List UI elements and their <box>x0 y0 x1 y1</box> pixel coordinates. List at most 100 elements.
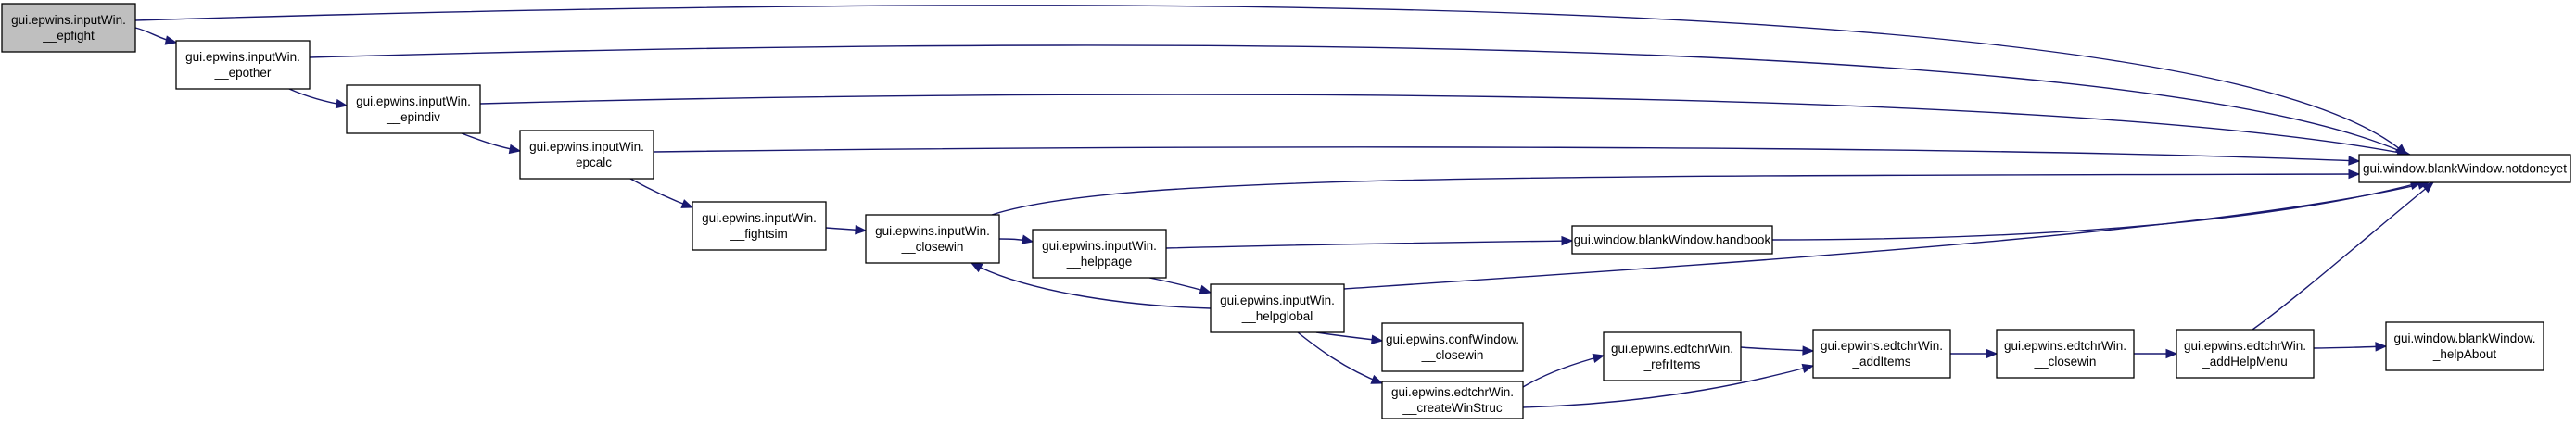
edge-arrowhead <box>1199 284 1212 294</box>
node-label-line: __epcalc <box>561 156 612 169</box>
edge-line <box>1343 181 2430 290</box>
node-box[interactable] <box>519 130 654 180</box>
node-notdoneyet[interactable]: gui.window.blankWindow.notdoneyet <box>2358 154 2571 183</box>
node-box[interactable] <box>1032 229 1167 279</box>
node-confclose[interactable]: gui.epwins.confWindow. __closewin <box>1381 322 1524 372</box>
edge-arrowhead <box>1592 353 1605 364</box>
edge-helpglobal-to-confclose <box>1315 331 1384 344</box>
node-label-line: gui.epwins.edtchrWin. <box>1821 339 1943 353</box>
node-label-line: __fightsim <box>730 227 788 241</box>
edge-line <box>653 146 2360 162</box>
node-epindiv[interactable]: gui.epwins.inputWin.__epindiv <box>346 84 481 134</box>
node-box[interactable] <box>1812 329 1951 379</box>
node-label-line: _helpAbout <box>2432 347 2497 361</box>
edge-closewin-to-helppage <box>998 234 1034 244</box>
edge-addhelp-to-helpabout <box>2313 342 2388 352</box>
node-fightsim[interactable]: gui.epwins.inputWin. __fightsim <box>692 201 827 251</box>
edge-edtclose-to-addhelp <box>2134 348 2178 359</box>
node-box[interactable] <box>1210 283 1345 333</box>
edge-arrowhead <box>2348 156 2361 166</box>
node-label-line: __closewin <box>1421 348 1484 362</box>
node-box[interactable] <box>692 201 827 251</box>
edge-additems-to-edtclose <box>1950 348 1999 359</box>
node-box[interactable] <box>1381 322 1524 372</box>
edge-arrowhead <box>1021 234 1034 244</box>
edge-line <box>1522 365 1814 408</box>
edge-helppage-to-handbook <box>1165 235 1574 249</box>
edge-line <box>1522 355 1605 388</box>
edge-arrowhead <box>2348 169 2361 180</box>
edge-line <box>2313 345 2387 349</box>
edge-epindiv-to-epcalc <box>461 132 522 155</box>
edge-closewin-to-notdoneyet <box>991 169 2361 216</box>
edge-line <box>1297 331 1383 384</box>
edge-arrowhead <box>1370 374 1384 384</box>
edge-arrowhead <box>164 35 178 45</box>
node-box[interactable] <box>1603 331 1742 381</box>
node-label-line: gui.epwins.inputWin. <box>702 211 817 225</box>
node-helpglobal[interactable]: gui.epwins.inputWin.__helpglobal <box>1210 283 1345 333</box>
edge-arrowhead <box>335 98 349 109</box>
node-label-line: gui.epwins.inputWin. <box>1042 239 1157 253</box>
edge-line <box>134 5 2407 156</box>
edge-arrowhead <box>2375 342 2388 352</box>
node-closewin[interactable]: gui.epwins.inputWin. __closewin <box>865 214 1000 264</box>
node-box[interactable] <box>175 40 311 90</box>
node-label-line: gui.epwins.edtchrWin. <box>1391 385 1514 399</box>
node-label-line: __closewin <box>901 240 964 254</box>
node-label-line: gui.epwins.confWindow. <box>1386 332 1519 346</box>
edge-line <box>991 173 2360 216</box>
node-helppage[interactable]: gui.epwins.inputWin.__helppage <box>1032 229 1167 279</box>
node-box[interactable] <box>346 84 481 134</box>
node-label-line: gui.epwins.inputWin. <box>185 50 300 64</box>
node-label-line: __createWinStruc <box>1402 401 1503 415</box>
node-box[interactable] <box>1996 329 2135 379</box>
node-label-line: __epother <box>214 66 272 80</box>
edge-line <box>309 44 2409 156</box>
node-label-line: gui.epwins.inputWin. <box>875 224 990 238</box>
edge-createwin-to-refritems <box>1522 353 1605 388</box>
node-label-line: gui.window.blankWindow.notdoneyet <box>2363 162 2567 176</box>
node-box[interactable] <box>2385 321 2544 371</box>
node-box[interactable] <box>865 214 1000 264</box>
node-edtclose[interactable]: gui.epwins.edtchrWin.__closewin <box>1996 329 2135 379</box>
node-box[interactable] <box>1571 225 1773 255</box>
edge-epfight-to-epother <box>134 27 178 45</box>
node-label-line: __helpglobal <box>1241 309 1313 323</box>
edge-arrowhead <box>2165 348 2178 359</box>
edge-line <box>1165 240 1573 249</box>
edge-line <box>971 262 1212 309</box>
edge-line <box>1740 346 1814 352</box>
edge-arrowhead <box>855 225 868 235</box>
node-label-line: gui.epwins.inputWin. <box>356 94 471 108</box>
edge-arrowhead <box>1801 363 1815 374</box>
node-box[interactable] <box>2176 329 2315 379</box>
edge-arrowhead <box>2421 181 2435 194</box>
edge-helpglobal-to-createwin <box>1297 331 1384 384</box>
node-label-line: gui.epwins.edtchrWin. <box>2184 339 2306 353</box>
edge-line <box>1771 181 2422 241</box>
edge-arrowhead <box>1802 345 1815 356</box>
node-createwin[interactable]: gui.epwins.edtchrWin. __createWinStruc <box>1381 381 1524 419</box>
node-addhelp[interactable]: gui.epwins.edtchrWin._addHelpMenu <box>2176 329 2315 379</box>
node-box[interactable] <box>2358 154 2571 183</box>
edge-helppage-to-helpglobal <box>1148 277 1212 294</box>
edge-arrowhead <box>508 144 522 155</box>
node-epcalc[interactable]: gui.epwins.inputWin.__epcalc <box>519 130 654 180</box>
node-epother[interactable]: gui.epwins.inputWin. __epother <box>175 40 311 90</box>
edge-arrowhead <box>1370 334 1384 344</box>
node-helpabout[interactable]: gui.window.blankWindow. _helpAbout <box>2385 321 2544 371</box>
node-label-line: gui.window.blankWindow. <box>2393 331 2535 345</box>
edge-addhelp-to-notdoneyet <box>2252 181 2435 331</box>
node-label-line: __closewin <box>2034 355 2097 369</box>
node-box[interactable] <box>1 3 136 53</box>
edge-line <box>2252 181 2434 331</box>
node-epfight[interactable]: gui.epwins.inputWin.__epfight <box>1 3 136 53</box>
node-refritems[interactable]: gui.epwins.edtchrWin._refrItems <box>1603 331 1742 381</box>
node-handbook[interactable]: gui.window.blankWindow.handbook <box>1571 225 1773 255</box>
edge-helpglobal-to-notdoneyet <box>1343 180 2430 290</box>
node-box[interactable] <box>1381 381 1524 419</box>
node-additems[interactable]: gui.epwins.edtchrWin._addItems <box>1812 329 1951 379</box>
node-label-line: gui.epwins.inputWin. <box>11 13 126 27</box>
